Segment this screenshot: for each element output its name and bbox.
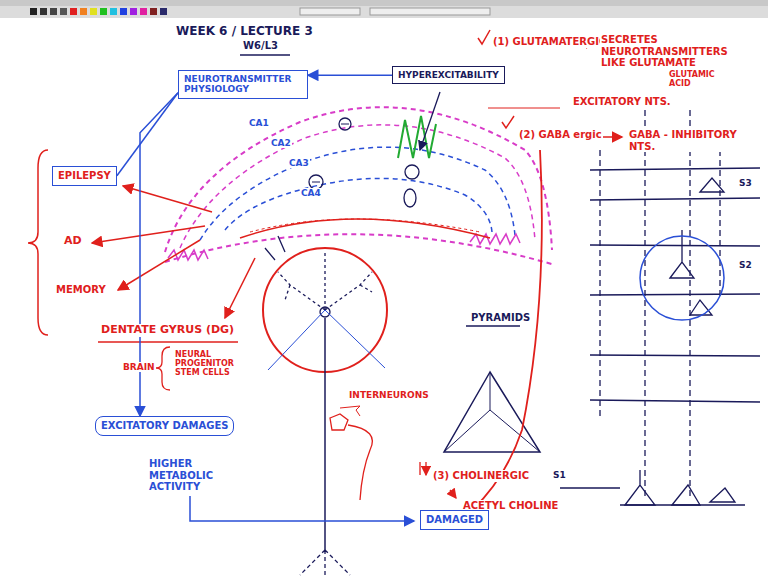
pathway-name: (3) CHOLINERGIC xyxy=(432,470,530,482)
region-label: CA4 xyxy=(300,188,322,198)
dentate-neuron xyxy=(98,236,387,578)
concept-box: HYPEREXCITABILITY xyxy=(392,66,505,84)
box-text: EXCITATORY DAMAGES xyxy=(101,420,228,432)
outcome-box: DAMAGED xyxy=(420,510,489,530)
region-label: DENTATE GYRUS (DG) xyxy=(100,324,235,337)
region-label: CA1 xyxy=(248,118,270,128)
connector xyxy=(308,74,392,76)
note-text: GLUTAMIC ACID xyxy=(668,70,730,88)
toolbar xyxy=(0,0,768,18)
connector xyxy=(117,93,178,176)
note-text: EXCITATORY NTS. xyxy=(572,96,672,108)
box-text: NEUROTRANSMITTER PHYSIOLOGY xyxy=(184,74,302,95)
disease-label: AD xyxy=(63,235,83,248)
concept-box: EXCITATORY DAMAGES xyxy=(95,416,234,436)
cortical-layers xyxy=(560,110,760,505)
concept-box: NEUROTRANSMITTER PHYSIOLOGY xyxy=(178,70,308,99)
disease-box: EPILEPSY xyxy=(52,166,117,186)
layer-label: S3 xyxy=(738,178,753,188)
note-text: SECRETES NEUROTRANSMITTERS LIKE GLUTAMAT… xyxy=(600,34,742,69)
cell-label: INTERNEURONS xyxy=(348,390,430,400)
layer-label: S2 xyxy=(738,260,753,270)
box-text: DAMAGED xyxy=(426,514,483,526)
region-label: CA3 xyxy=(288,158,310,168)
title-underline xyxy=(240,54,290,56)
region-label: CA2 xyxy=(270,138,292,148)
box-text: EPILEPSY xyxy=(58,170,111,182)
function-label: MEMORY xyxy=(55,284,107,296)
box-text: HYPEREXCITABILITY xyxy=(398,70,499,80)
pathway-name: (2) GABA ergic xyxy=(518,129,603,141)
note-text: BRAIN xyxy=(122,362,156,372)
note-text: NEURAL PROGENITOR STEM CELLS xyxy=(174,350,251,378)
note-text: HIGHER METABOLIC ACTIVITY xyxy=(148,458,250,493)
layer-label: S1 xyxy=(552,470,567,480)
lecture-code: W6/L3 xyxy=(242,40,279,52)
outcome-arrows xyxy=(28,150,255,335)
hippocampus xyxy=(165,92,555,265)
cell-label: PYRAMIDS xyxy=(470,312,531,324)
lecture-title: WEEK 6 / LECTURE 3 xyxy=(175,25,314,39)
pathway-name: (1) GLUTAMATERGIC xyxy=(492,36,607,48)
note-text: GABA - INHIBITORY NTS. xyxy=(628,129,755,152)
